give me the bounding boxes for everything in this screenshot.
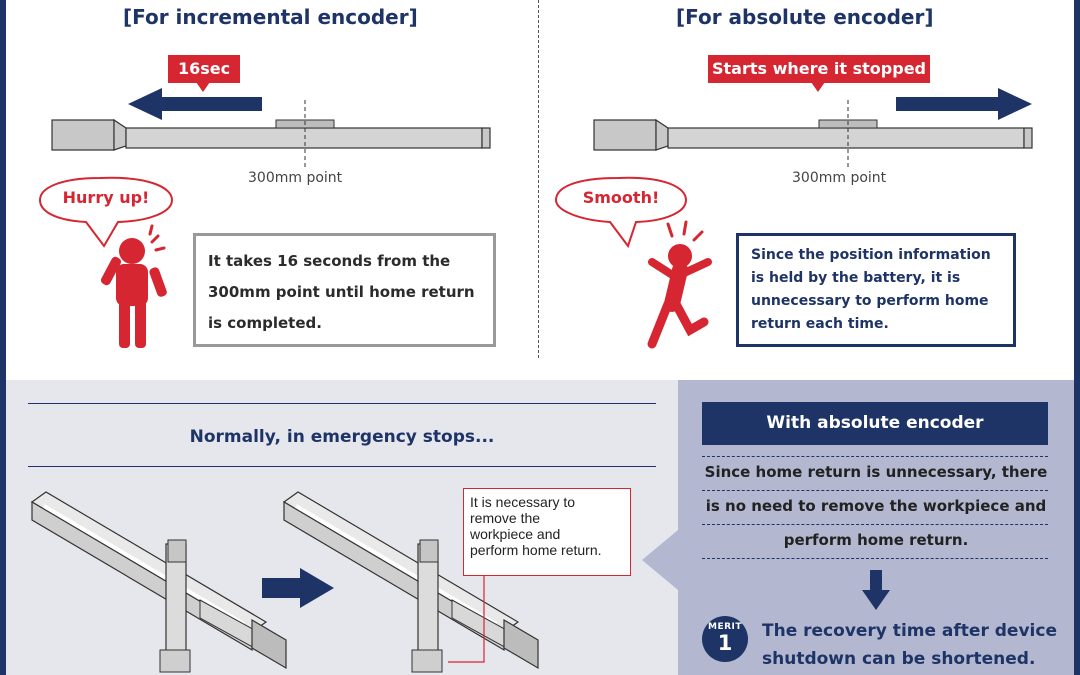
absolute-encoder-panel: With absolute encoder Since home return … (642, 380, 1074, 675)
excitement-lines-icon (666, 220, 704, 242)
panel-rule (702, 456, 1048, 457)
emergency-machines-illustration (30, 491, 539, 673)
incremental-actuator-diagram (51, 88, 491, 168)
speech-bubble-icon (554, 176, 688, 249)
merit-text: The recovery time after device shutdown … (762, 617, 1057, 673)
panel-text-line: is no need to remove the workpiece and (705, 497, 1047, 515)
absolute-info-box: Since the position information is held b… (736, 233, 1016, 347)
merit-number: 1 (717, 631, 733, 655)
smooth-bubble-text: Smooth! (582, 188, 660, 207)
callout-line: workpiece and (470, 526, 561, 542)
center-divider (538, 0, 539, 358)
callout-line: perform home return. (470, 542, 602, 558)
right-arrow-icon (262, 568, 334, 608)
merit-badge: MERIT 1 (702, 616, 748, 662)
left-frame-bar (0, 0, 6, 675)
panel-rule (702, 524, 1048, 525)
gantry-robot-icon (30, 491, 287, 673)
left-arrow-icon (128, 88, 262, 120)
right-frame-bar (1074, 0, 1080, 675)
info-line: is completed. (208, 314, 322, 332)
merit-word: MERIT (707, 622, 743, 632)
panel-header: With absolute encoder (702, 402, 1048, 445)
info-line: is held by the battery, it is (751, 270, 961, 286)
info-line: Since the position information (751, 247, 991, 263)
panel-text-line: perform home return. (783, 531, 969, 549)
panel-text-line: Since home return is unnecessary, there (704, 463, 1048, 481)
hurry-person-illustration (38, 176, 174, 348)
stress-lines-icon (148, 224, 166, 252)
incremental-point-label: 300mm point (248, 170, 343, 186)
right-arrow-icon (896, 88, 1032, 120)
actuator-icon (51, 100, 491, 168)
info-line: It takes 16 seconds from the (208, 252, 451, 270)
info-line: return each time. (751, 316, 889, 332)
jumping-person-icon (647, 244, 712, 349)
hurry-bubble-text: Hurry up! (62, 188, 150, 207)
heading-bottom-rule (28, 466, 656, 467)
starts-where-stopped-tag: Starts where it stopped (708, 55, 930, 92)
time-tag: 16sec (168, 55, 240, 92)
absolute-actuator-diagram (593, 88, 1033, 168)
down-arrow-icon (862, 570, 890, 610)
hurrying-person-icon (100, 238, 167, 348)
heading-top-rule (28, 403, 656, 404)
absolute-title: [For absolute encoder] (676, 5, 934, 29)
merit-line: The recovery time after device (762, 621, 1057, 641)
panel-pointer (642, 530, 678, 590)
actuator-icon (593, 100, 1033, 168)
callout-leader-line (448, 576, 485, 663)
panel-rule (702, 558, 1048, 559)
merit-line: shutdown can be shortened. (762, 649, 1036, 669)
incremental-info-box: It takes 16 seconds from the 300mm point… (193, 233, 496, 347)
info-line: unnecessary to perform home (751, 293, 989, 309)
speech-bubble-icon (38, 176, 174, 248)
removal-callout: It is necessary to remove the workpiece … (463, 488, 631, 576)
absolute-point-label: 300mm point (792, 170, 887, 186)
panel-rule (702, 490, 1048, 491)
callout-line: remove the (470, 510, 541, 526)
gantry-robot-icon (282, 491, 539, 673)
emergency-heading: Normally, in emergency stops... (189, 427, 495, 447)
smooth-person-illustration (554, 176, 712, 349)
callout-line: It is necessary to (470, 494, 576, 510)
info-line: 300mm point until home return (208, 283, 475, 301)
incremental-title: [For incremental encoder] (123, 5, 418, 29)
